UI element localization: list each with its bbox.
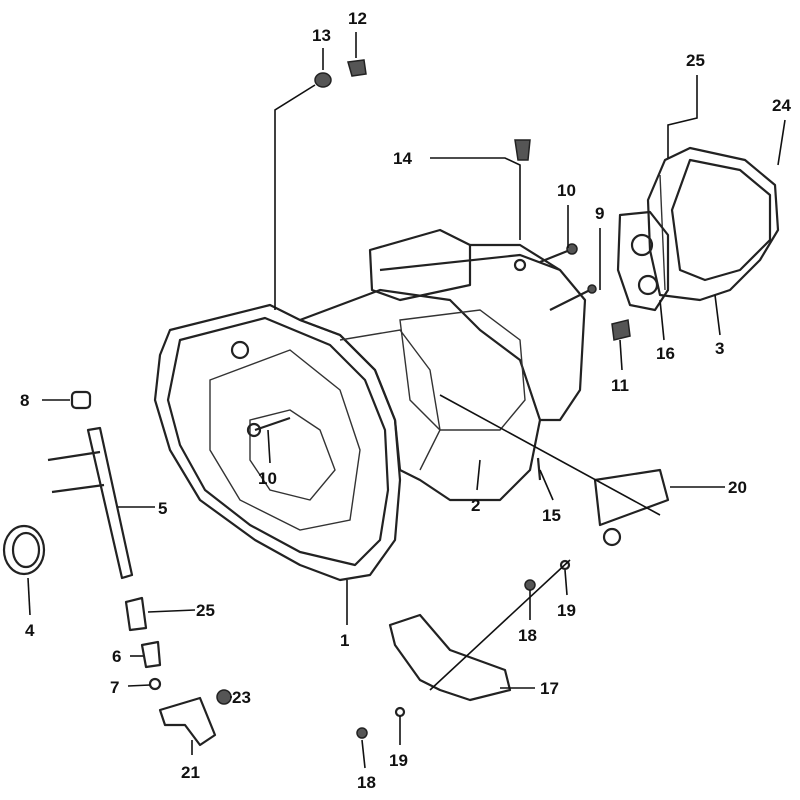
- callout-20: 20: [728, 478, 747, 497]
- callout-7: 7: [110, 678, 120, 697]
- callout-24: 24: [772, 96, 791, 115]
- callout-14: 14: [393, 149, 412, 168]
- callout-10b: 10: [258, 469, 277, 488]
- callout-19b: 19: [389, 751, 408, 770]
- callout-5: 5: [158, 499, 168, 518]
- callout-9: 9: [595, 204, 605, 223]
- callout-18: 18: [518, 626, 537, 645]
- callout-12: 12: [348, 9, 367, 28]
- callout-21: 21: [181, 763, 200, 782]
- callout-16: 16: [656, 344, 675, 363]
- gasket: [616, 210, 670, 312]
- callout-10: 10: [557, 181, 576, 200]
- callout-23: 23: [232, 688, 251, 707]
- callout-17: 17: [540, 679, 559, 698]
- callout-8: 8: [20, 391, 30, 410]
- callout-4: 4: [25, 621, 35, 640]
- callout-25b: 25: [196, 601, 215, 620]
- small-parts: [2, 59, 670, 747]
- callout-19: 19: [557, 601, 576, 620]
- callout-11: 11: [611, 376, 629, 395]
- transmission-case: [298, 228, 587, 502]
- extension-housing: [646, 146, 780, 302]
- callout-18b: 18: [357, 773, 376, 792]
- callout-13: 13: [312, 26, 331, 45]
- callout-15: 15: [542, 506, 561, 525]
- callout-25: 25: [686, 51, 705, 70]
- callout-1: 1: [340, 631, 350, 650]
- callout-2: 2: [471, 496, 481, 515]
- clutch-housing: [153, 303, 402, 582]
- callout-3: 3: [715, 339, 725, 358]
- leader-lines: [27, 32, 786, 769]
- callout-6: 6: [112, 647, 122, 666]
